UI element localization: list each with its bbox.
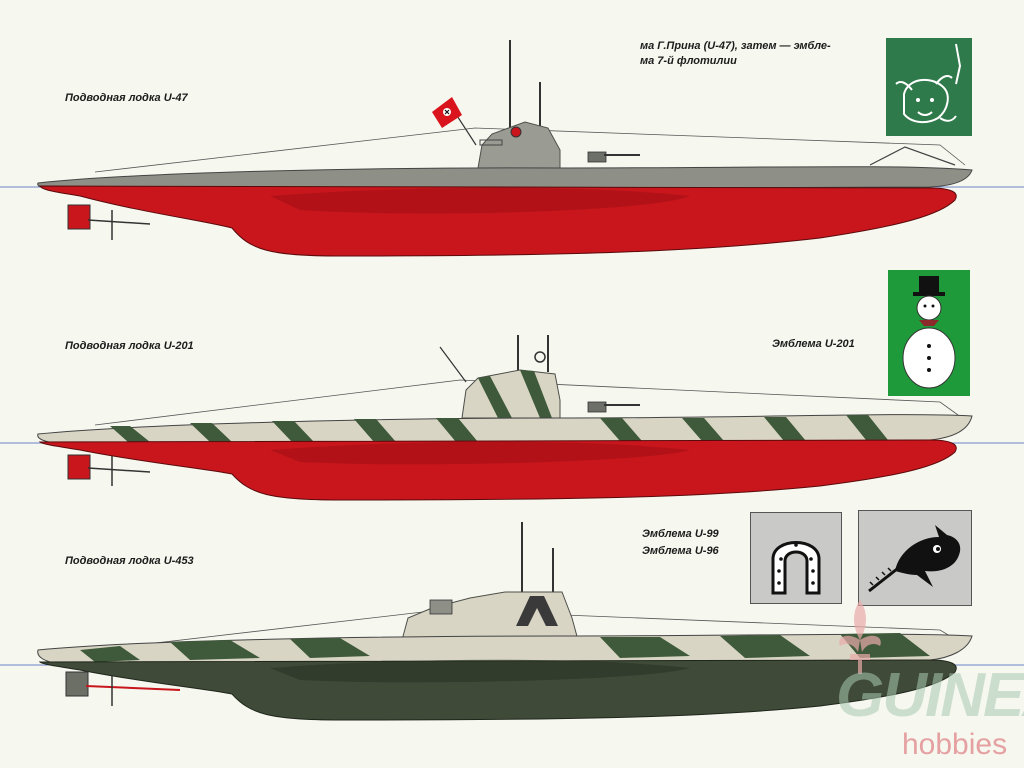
antenna-wire — [94, 127, 966, 173]
rudder — [67, 204, 91, 230]
emblem-u99-panel — [750, 512, 842, 604]
antenna-wire — [94, 379, 966, 426]
propeller-shaft — [85, 685, 181, 691]
submarine-label-u47: Подводная лодка U-47 — [65, 92, 188, 104]
propeller-shaft — [87, 219, 151, 225]
deck-casing — [37, 166, 973, 191]
submarine-u201-profile — [0, 335, 1024, 501]
emblem-caption-u96: Эмблема U-96 — [642, 545, 719, 557]
fleur-de-lis-icon — [839, 600, 881, 674]
emblem-caption-u201: Эмблема U-201 — [772, 338, 855, 350]
deck-gun — [587, 151, 607, 163]
hull-red — [39, 185, 957, 257]
submarine-label-u201: Подводная лодка U-201 — [65, 340, 194, 352]
deck-casing-camouflaged — [37, 414, 973, 445]
emblem-caption-u47-line1: ма Г.Прина (U-47), затем — эмбле- — [640, 40, 831, 52]
tower-emblem — [510, 126, 522, 138]
propeller-shaft — [87, 467, 151, 473]
emblem-u47-panel — [886, 38, 972, 136]
submarine-u453-profile — [0, 522, 1024, 721]
war-ensign-flag — [432, 97, 462, 128]
conning-tower — [477, 121, 561, 169]
horseshoe-icon — [771, 541, 821, 595]
emblem-u201-panel — [888, 270, 970, 396]
hull-dark-green — [38, 659, 957, 721]
watermark-sub-brand: hobbies — [902, 728, 1008, 761]
emblem-caption-u47-line2: ма 7-й флотилии — [640, 55, 737, 67]
tower-emblem-letter — [516, 596, 558, 626]
emblem-u96-panel — [858, 510, 972, 606]
snowman-icon — [902, 276, 956, 389]
rudder — [67, 454, 91, 480]
watermark-brand: GUINEA — [836, 661, 1024, 730]
direction-finder-loop — [534, 351, 546, 363]
sawfish-icon — [868, 525, 961, 593]
deck-gun — [587, 401, 607, 413]
bow-rail — [869, 146, 956, 166]
emblem-caption-u99: Эмблема U-99 — [642, 528, 719, 540]
rudder — [65, 671, 89, 697]
hull-red — [38, 439, 957, 501]
submarine-label-u453: Подводная лодка U-453 — [65, 555, 194, 567]
flak-platform — [429, 599, 453, 615]
submarine-u47-profile — [0, 40, 1024, 257]
bull-icon — [895, 43, 962, 124]
camouflage-stripes — [110, 415, 888, 442]
